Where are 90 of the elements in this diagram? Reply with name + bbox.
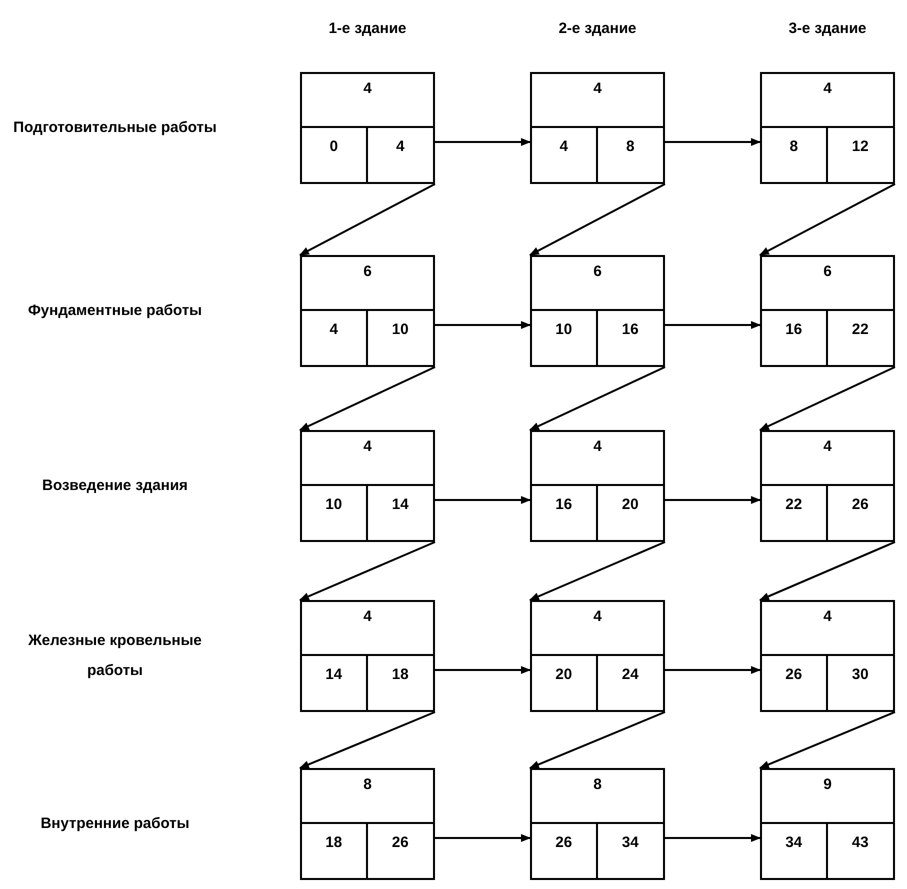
- arrow: [299, 541, 436, 601]
- arrow: [529, 711, 666, 769]
- duration-value: 4: [593, 79, 602, 99]
- arrow: [759, 541, 896, 601]
- duration-value: 6: [823, 262, 832, 282]
- arrow: [299, 366, 436, 431]
- arrow: [435, 666, 531, 674]
- row-label: Внутренние работы: [40, 814, 190, 834]
- arrow: [665, 496, 761, 504]
- start-value: 22: [785, 495, 802, 515]
- task-box: [760, 430, 895, 542]
- finish-value: 26: [392, 833, 409, 853]
- task-box: [300, 72, 435, 184]
- arrow: [435, 321, 531, 329]
- finish-value: 14: [392, 495, 409, 515]
- duration-value: 4: [363, 437, 372, 457]
- start-value: 26: [555, 833, 572, 853]
- duration-value: 4: [823, 437, 832, 457]
- arrow: [759, 366, 896, 431]
- duration-value: 8: [363, 775, 372, 795]
- finish-value: 24: [622, 665, 639, 685]
- row-label: Подготовительные работы: [13, 118, 217, 138]
- finish-value: 18: [392, 665, 409, 685]
- start-value: 4: [330, 320, 338, 340]
- duration-value: 4: [593, 437, 602, 457]
- duration-value: 9: [823, 775, 832, 795]
- finish-value: 34: [622, 833, 639, 853]
- start-value: 8: [790, 137, 798, 157]
- arrow: [759, 183, 896, 256]
- task-box: [760, 768, 895, 880]
- row-label: Железные кровельные работы: [27, 631, 203, 681]
- start-value: 10: [555, 320, 572, 340]
- task-box: [300, 430, 435, 542]
- start-value: 18: [325, 833, 342, 853]
- duration-value: 6: [593, 262, 602, 282]
- start-value: 34: [785, 833, 802, 853]
- finish-value: 26: [852, 495, 869, 515]
- start-value: 26: [785, 665, 802, 685]
- duration-value: 6: [363, 262, 372, 282]
- start-value: 16: [555, 495, 572, 515]
- finish-value: 4: [396, 137, 404, 157]
- task-box: [300, 768, 435, 880]
- finish-value: 20: [622, 495, 639, 515]
- start-value: 20: [555, 665, 572, 685]
- duration-value: 4: [593, 607, 602, 627]
- arrow: [435, 496, 531, 504]
- finish-value: 43: [852, 833, 869, 853]
- arrow: [665, 138, 761, 146]
- task-box: [300, 255, 435, 367]
- duration-value: 4: [363, 79, 372, 99]
- duration-value: 4: [823, 607, 832, 627]
- arrow: [665, 666, 761, 674]
- start-value: 10: [325, 495, 342, 515]
- arrow: [665, 321, 761, 329]
- arrow: [435, 834, 531, 842]
- task-box: [530, 430, 665, 542]
- row-label: Возведение здания: [42, 476, 188, 496]
- duration-value: 4: [363, 607, 372, 627]
- column-header: 1-е здание: [328, 20, 406, 37]
- finish-value: 10: [392, 320, 409, 340]
- arrow: [435, 138, 531, 146]
- arrow: [665, 834, 761, 842]
- start-value: 4: [560, 137, 568, 157]
- arrow: [529, 541, 666, 601]
- finish-value: 30: [852, 665, 869, 685]
- duration-value: 8: [593, 775, 602, 795]
- row-label: Фундаментные работы: [28, 301, 202, 321]
- task-box: [530, 255, 665, 367]
- task-box: [530, 768, 665, 880]
- task-box: [300, 600, 435, 712]
- task-box: [530, 600, 665, 712]
- column-header: 2-е здание: [558, 20, 636, 37]
- arrow: [529, 183, 666, 256]
- task-box: [530, 72, 665, 184]
- start-value: 16: [785, 320, 802, 340]
- task-box: [760, 600, 895, 712]
- task-box: [760, 72, 895, 184]
- duration-value: 4: [823, 79, 832, 99]
- column-header: 3-е здание: [788, 20, 866, 37]
- finish-value: 8: [626, 137, 634, 157]
- finish-value: 12: [852, 137, 869, 157]
- finish-value: 22: [852, 320, 869, 340]
- arrow: [759, 711, 896, 769]
- arrow: [299, 711, 436, 769]
- arrow: [529, 366, 666, 431]
- start-value: 14: [325, 665, 342, 685]
- finish-value: 16: [622, 320, 639, 340]
- arrow: [299, 183, 436, 256]
- start-value: 0: [330, 137, 338, 157]
- task-box: [760, 255, 895, 367]
